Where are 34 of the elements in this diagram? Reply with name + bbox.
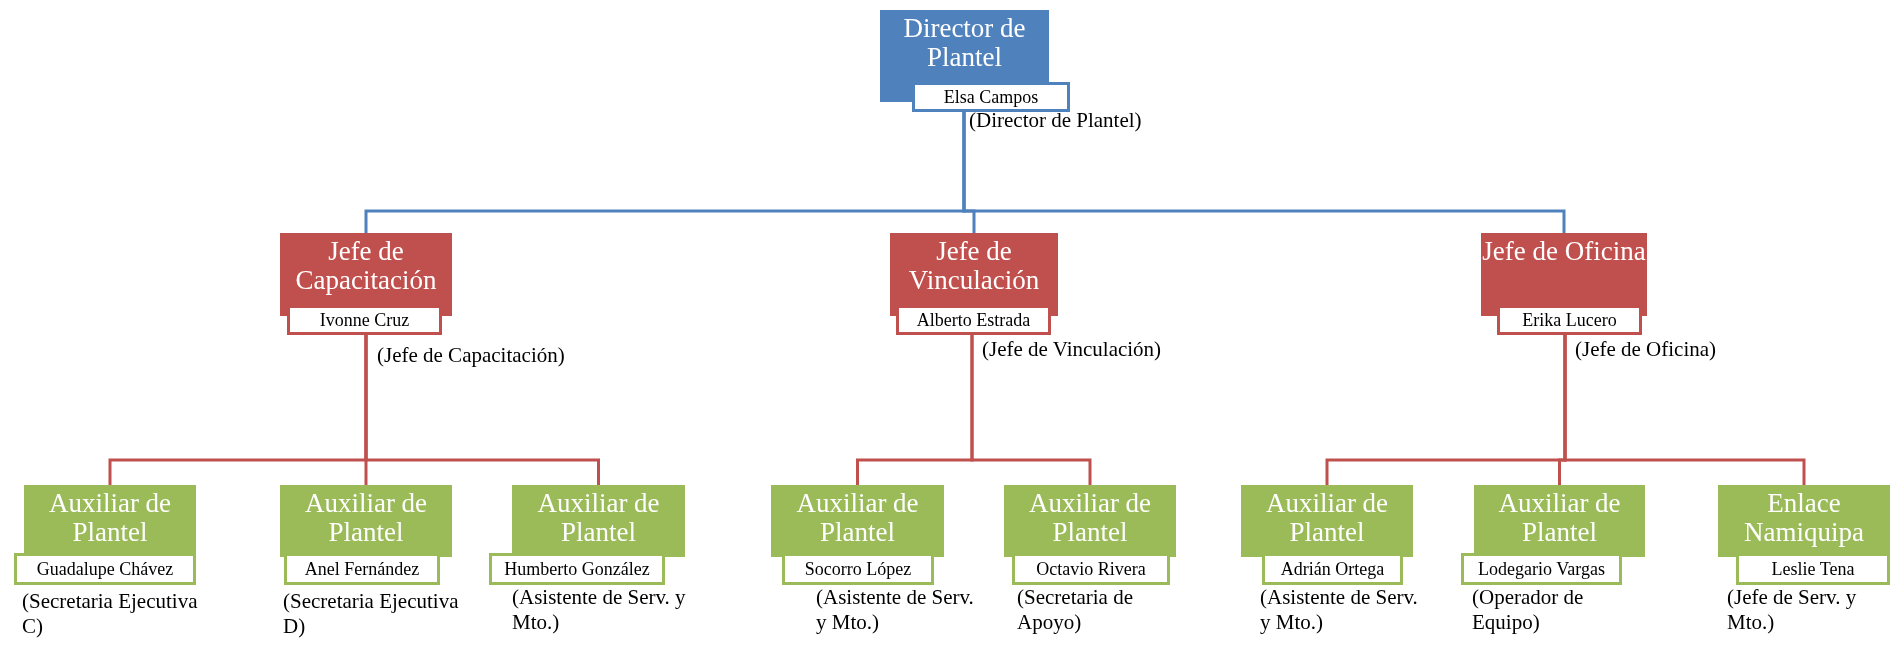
role-caption: (Jefe de Vinculación) [982, 337, 1163, 362]
position-title-box: Auxiliar de Plantel [771, 485, 944, 557]
role-caption: (Jefe de Oficina) [1575, 337, 1718, 362]
name-tag: Lodegario Vargas [1461, 553, 1622, 585]
position-title-box: Enlace Namiquipa [1718, 485, 1890, 557]
name-tag: Leslie Tena [1736, 553, 1890, 585]
name-tag: Guadalupe Chávez [14, 553, 196, 585]
name-tag: Anel Fernández [284, 553, 440, 585]
connector-line [1563, 335, 1806, 485]
name-tag: Octavio Rivera [1012, 553, 1170, 585]
role-caption: (Jefe de Capacitación) [377, 343, 566, 368]
name-tag: Adrián Ortega [1262, 553, 1403, 585]
role-caption: (Secretaria de Apoyo) [1017, 585, 1134, 635]
role-caption: (Asistente de Serv. y Mto.) [1260, 585, 1419, 635]
role-caption: (Operador de Equipo) [1472, 585, 1585, 635]
name-tag: Socorro López [782, 553, 934, 585]
position-title-box: Auxiliar de Plantel [1004, 485, 1176, 557]
connector-line [970, 335, 1092, 485]
name-tag: Erika Lucero [1497, 305, 1642, 335]
role-caption: (Secretaria Ejecutiva C) [22, 589, 199, 639]
role-caption: (Secretaria Ejecutiva D) [283, 589, 460, 639]
role-caption: (Asistente de Serv. y Mto.) [816, 585, 975, 635]
position-title-box: Auxiliar de Plantel [280, 485, 452, 557]
name-tag: Humberto González [489, 553, 665, 585]
connector-line [962, 112, 1566, 233]
role-caption: (Asistente de Serv. y Mto.) [512, 585, 687, 635]
name-tag: Elsa Campos [912, 82, 1070, 112]
position-title-box: Auxiliar de Plantel [1241, 485, 1413, 557]
position-title-box: Auxiliar de Plantel [1474, 485, 1645, 557]
role-caption: (Jefe de Serv. y Mto.) [1727, 585, 1858, 635]
connector-line [364, 335, 600, 485]
name-tag: Ivonne Cruz [287, 305, 442, 335]
position-title-box: Auxiliar de Plantel [512, 485, 685, 557]
name-tag: Alberto Estrada [896, 305, 1051, 335]
